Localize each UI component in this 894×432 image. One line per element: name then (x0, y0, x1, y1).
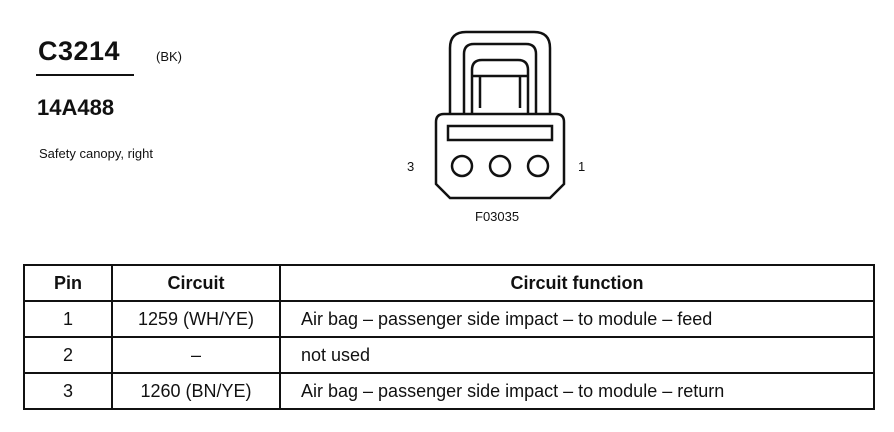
function-cell: not used (279, 336, 875, 374)
pin-cavity-3 (450, 154, 474, 178)
connector-id: C3214 (38, 36, 121, 66)
connector-slot (446, 124, 554, 142)
circuit-cell: – (111, 336, 281, 374)
header-circuit-function: Circuit function (279, 264, 875, 302)
latch-outer (448, 30, 552, 114)
connector-description: Safety canopy, right (39, 146, 153, 161)
header-circuit: Circuit (111, 264, 281, 302)
table-row: 3 1260 (BN/YE) Air bag – passenger side … (23, 372, 875, 410)
figure-id: F03035 (475, 209, 520, 224)
pin-label-left: 3 (407, 159, 415, 174)
pin-cell: 1 (23, 300, 113, 338)
connector-id-underline (36, 74, 134, 76)
color-code: (BK) (156, 49, 182, 64)
pin-cavity-1 (526, 154, 550, 178)
header-pin: Pin (23, 264, 113, 302)
circuit-cell: 1259 (WH/YE) (111, 300, 281, 338)
pin-label-right: 1 (578, 159, 586, 174)
part-number: 14A488 (37, 95, 115, 120)
table-row: 2 – not used (23, 336, 875, 374)
latch-inner (462, 42, 538, 114)
pin-cell: 3 (23, 372, 113, 410)
connector-diagram (434, 30, 566, 200)
table-row: 1 1259 (WH/YE) Air bag – passenger side … (23, 300, 875, 338)
function-cell: Air bag – passenger side impact – to mod… (279, 372, 875, 410)
pin-cell: 2 (23, 336, 113, 374)
pin-table: Pin Circuit Circuit function 1 1259 (WH/… (23, 264, 875, 410)
table-header-row: Pin Circuit Circuit function (23, 264, 875, 302)
pin-cavity-2 (488, 154, 512, 178)
connector-body (434, 112, 566, 200)
function-cell: Air bag – passenger side impact – to mod… (279, 300, 875, 338)
latch-tab (470, 58, 530, 114)
circuit-cell: 1260 (BN/YE) (111, 372, 281, 410)
